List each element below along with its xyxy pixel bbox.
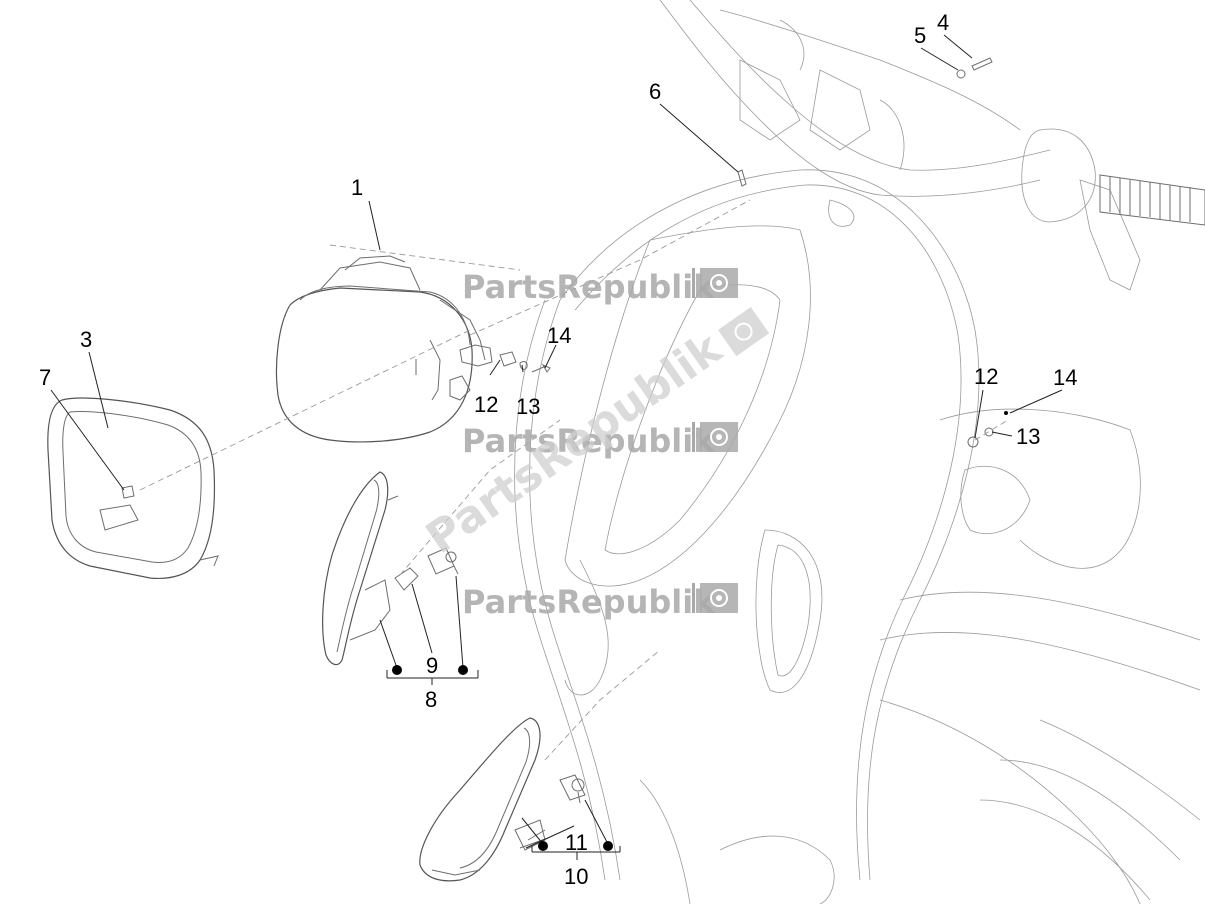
scooter-front-shield [514,169,1201,904]
kit-dots [392,665,613,851]
gear-flag-icon [692,268,738,298]
headlight-rim [47,397,219,580]
watermark-bottom: PartsRepublik [462,583,715,621]
left-indicator [322,471,459,666]
headlight-unit [275,255,551,443]
callout-1: 1 [351,175,363,200]
callout-12-headlight: 12 [474,392,498,417]
callout-13-headlight: 13 [516,394,540,419]
callout-12-shield: 12 [974,364,998,389]
callout-11: 11 [565,830,588,855]
callout-13-shield: 13 [1016,424,1040,449]
watermarks: PartsRepublik PartsRepublik PartsRepubli… [417,268,770,621]
callout-numbers: 1 3 4 5 6 7 8 9 10 11 12 12 13 13 14 14 [39,10,1077,889]
callout-9: 9 [426,653,438,678]
handlebar-assembly [659,0,1205,291]
callout-8: 8 [425,687,437,712]
hardware-right [737,57,1008,448]
watermark-top: PartsRepublik [462,268,715,306]
gear-flag-icon [718,307,770,357]
callout-7: 7 [39,365,51,390]
callout-6: 6 [649,79,661,104]
gear-flag-icon [692,583,738,613]
leader-lines [50,34,1063,860]
callout-3: 3 [80,327,92,352]
callout-10: 10 [564,864,588,889]
callout-14-headlight: 14 [547,323,571,348]
assembly-guides [139,199,1009,761]
gear-flag-icon [692,422,738,452]
callout-4: 4 [937,10,949,35]
right-indicator [419,717,586,882]
watermark-middle: PartsRepublik [462,422,715,460]
callout-5: 5 [914,23,926,48]
callout-14-shield: 14 [1053,365,1077,390]
